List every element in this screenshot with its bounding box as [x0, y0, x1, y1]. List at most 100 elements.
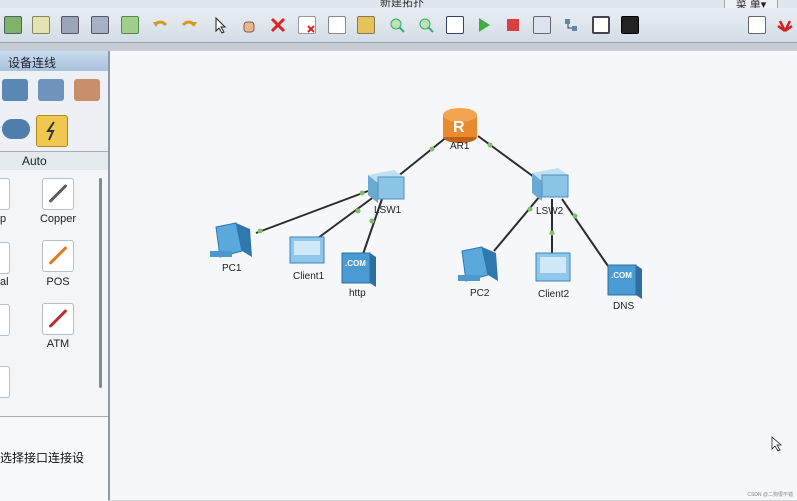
server-icon[interactable]: .COM [607, 264, 642, 299]
print-icon[interactable] [121, 16, 139, 34]
pc-icon[interactable] [458, 246, 498, 282]
port-dot [429, 146, 435, 152]
watermark: CSDN @二狗很不错 [747, 492, 793, 498]
hint-text: 选择接口连接设 [0, 451, 85, 465]
window-icon[interactable] [592, 16, 610, 34]
atm-cable-icon [48, 308, 68, 329]
panel-header: 设备连线 [0, 51, 108, 71]
zoom-out-icon[interactable] [417, 16, 435, 34]
hint-area: 选择接口连接设 [0, 416, 108, 501]
huawei-logo-icon [776, 16, 794, 34]
cloud-category-icon[interactable] [2, 119, 30, 139]
device-label-client1: Client1 [293, 271, 325, 282]
firewall-category-icon[interactable] [74, 79, 100, 101]
hand-icon[interactable] [240, 16, 258, 34]
sub-toolbar [0, 43, 797, 51]
device-label-lsw1: LSW1 [374, 205, 402, 216]
cable-list: p al Copper POS ATM [0, 170, 108, 416]
chat-icon[interactable] [748, 16, 766, 34]
switch-category-icon[interactable] [2, 79, 28, 101]
device-panel: 设备连线 Auto p al Copper POS ATM 选择接口连接设 [0, 51, 110, 501]
palette-icon[interactable] [357, 16, 375, 34]
pos-cable-icon [48, 245, 68, 266]
fit-icon[interactable] [446, 16, 464, 34]
device-label-client2: Client2 [538, 289, 570, 300]
copper-cable-icon [48, 183, 68, 204]
connection-category-icon[interactable] [36, 115, 68, 147]
topology-diagram: R AR1 LSW1 LSW2 PC1 Client1 [210, 108, 783, 452]
zoom-in-icon[interactable] [388, 16, 406, 34]
port-dot [549, 230, 555, 236]
atm-cable-button[interactable] [42, 303, 74, 335]
atm-cable-label: ATM [46, 338, 70, 350]
save-icon[interactable] [61, 16, 79, 34]
wlan-category-icon[interactable] [38, 79, 64, 101]
switch-icon[interactable] [368, 170, 405, 203]
link-lsw2-dns[interactable] [561, 198, 609, 267]
panel-scrollbar[interactable] [99, 178, 102, 388]
topology-icon[interactable] [562, 16, 580, 34]
device-label-pc1: PC1 [222, 263, 242, 274]
auto-connection-item[interactable]: Auto [0, 151, 108, 171]
copper-cable-button[interactable] [42, 178, 74, 210]
link-lsw1-client1[interactable] [313, 195, 376, 242]
port-dot [359, 190, 365, 196]
server-com-text: .COM [611, 271, 632, 280]
links [255, 135, 609, 267]
link-ar1-lsw2[interactable] [477, 135, 535, 178]
window-title: 新建拓扑 [380, 0, 424, 9]
panel-title: 设备连线 [8, 56, 57, 70]
link-lsw1-http[interactable] [361, 198, 383, 258]
port-dot [572, 213, 578, 219]
copper-cable-label: Copper [39, 213, 77, 225]
device-label-lsw2: LSW2 [536, 206, 564, 217]
server-com-text: .COM [345, 259, 366, 268]
auto-label: Auto [22, 154, 47, 168]
client-icon[interactable] [535, 252, 571, 282]
delete-connection-icon[interactable] [298, 16, 316, 34]
svg-text:R: R [453, 119, 465, 136]
stop-icon[interactable] [504, 16, 522, 34]
device-label-http: http [349, 288, 366, 299]
pos-cable-button[interactable] [42, 240, 74, 272]
device-label-ar1: AR1 [450, 141, 470, 152]
cursor-icon [771, 436, 783, 452]
switch-icon[interactable] [532, 168, 569, 201]
text-icon[interactable] [328, 16, 346, 34]
cable-item-partial[interactable] [0, 304, 10, 336]
device-label-pc2: PC2 [470, 288, 490, 299]
redo-icon[interactable] [180, 16, 198, 34]
new-topo-icon[interactable] [4, 16, 22, 34]
port-dot [257, 228, 263, 234]
save-as-icon[interactable] [91, 16, 109, 34]
port-dot [527, 206, 533, 212]
capture-icon[interactable] [533, 16, 551, 34]
cable-item-partial[interactable] [0, 178, 10, 210]
link-lsw1-pc1[interactable] [255, 190, 369, 234]
start-icon[interactable] [475, 16, 493, 34]
title-bar: 新建拓扑 菜 单▾ [0, 0, 797, 14]
link-ar1-lsw1[interactable] [391, 135, 449, 182]
server-icon[interactable]: .COM [341, 252, 376, 287]
delete-icon[interactable] [269, 16, 287, 34]
select-icon[interactable] [211, 16, 229, 34]
cable-item-partial[interactable] [0, 242, 10, 274]
port-dots [257, 142, 578, 236]
port-dot [369, 218, 375, 224]
cable-item-partial[interactable] [0, 366, 10, 398]
device-category-list [0, 71, 108, 151]
undo-icon[interactable] [151, 16, 169, 34]
cli-icon[interactable] [621, 16, 639, 34]
pc-icon[interactable] [210, 222, 252, 258]
router-icon[interactable]: R [443, 108, 477, 143]
topology-canvas[interactable]: R AR1 LSW1 LSW2 PC1 Client1 [110, 51, 797, 500]
port-dot [487, 142, 493, 148]
cable-label-partial: p [0, 213, 7, 225]
client-icon[interactable] [289, 236, 325, 264]
pos-cable-label: POS [46, 276, 70, 288]
open-icon[interactable] [32, 16, 50, 34]
toolbar [0, 8, 797, 43]
link-lsw2-pc2[interactable] [493, 195, 541, 252]
device-label-dns: DNS [613, 301, 634, 312]
port-dot [355, 208, 361, 214]
